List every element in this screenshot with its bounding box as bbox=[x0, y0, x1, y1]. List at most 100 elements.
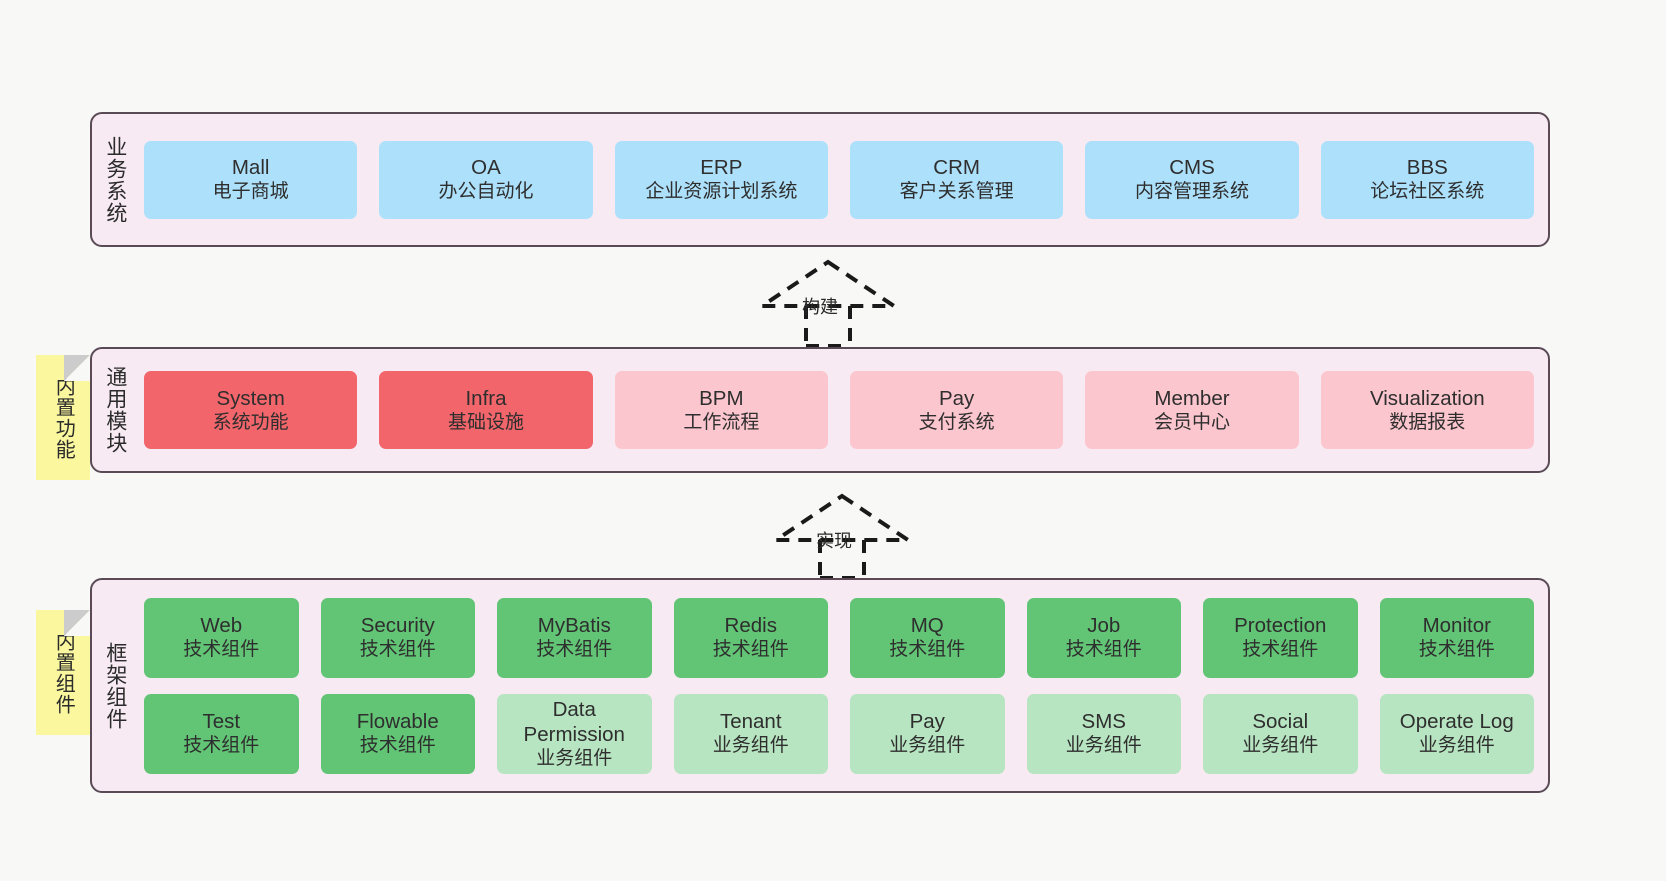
connector-build: 构建 bbox=[755, 258, 901, 348]
card-title: Mall bbox=[231, 156, 270, 180]
card-social[interactable]: Social 业务组件 bbox=[1203, 693, 1358, 774]
card-title: Visualization bbox=[1369, 386, 1485, 410]
card-subtitle: 数据报表 bbox=[1389, 411, 1466, 433]
card-test[interactable]: Test 技术组件 bbox=[144, 693, 299, 774]
card-mall[interactable]: Mall 电子商城 bbox=[144, 140, 358, 219]
card-security[interactable]: Security 技术组件 bbox=[320, 597, 475, 678]
card-title: Monitor bbox=[1422, 614, 1491, 638]
card-flowable[interactable]: Flowable 技术组件 bbox=[320, 693, 475, 774]
card-sms[interactable]: SMS 业务组件 bbox=[1026, 693, 1181, 774]
card-title: Protection bbox=[1234, 614, 1327, 638]
card-redis[interactable]: Redis 技术组件 bbox=[673, 597, 828, 678]
card-title: OA bbox=[471, 156, 501, 180]
card-title: MyBatis bbox=[537, 614, 611, 638]
card-subtitle: 业务组件 bbox=[712, 735, 789, 757]
layer-body-framework-components: Web 技术组件 Security 技术组件 MyBatis 技术组件 Redi… bbox=[138, 580, 1548, 791]
card-system[interactable]: System 系统功能 bbox=[144, 371, 358, 449]
card-title: System bbox=[216, 386, 285, 410]
card-subtitle: 技术组件 bbox=[359, 735, 436, 757]
card-title: Infra bbox=[465, 386, 507, 410]
card-pay-component[interactable]: Pay 业务组件 bbox=[850, 693, 1005, 774]
connector-implement: 实现 bbox=[769, 492, 915, 580]
card-row: Web 技术组件 Security 技术组件 MyBatis 技术组件 Redi… bbox=[144, 597, 1534, 678]
card-bbs[interactable]: BBS 论坛社区系统 bbox=[1320, 140, 1534, 219]
card-subtitle: 基础设施 bbox=[447, 411, 524, 433]
card-subtitle: 内容管理系统 bbox=[1134, 181, 1249, 203]
card-title: Pay bbox=[938, 386, 975, 410]
card-data-permission[interactable]: Data Permission 业务组件 bbox=[497, 693, 652, 774]
layer-caption-framework-components: 框架组件 bbox=[103, 641, 127, 730]
layer-caption-business-system: 业务系统 bbox=[103, 135, 127, 224]
card-subtitle: 企业资源计划系统 bbox=[645, 181, 798, 203]
card-bpm[interactable]: BPM 工作流程 bbox=[614, 371, 828, 449]
card-erp[interactable]: ERP 企业资源计划系统 bbox=[614, 140, 828, 219]
card-subtitle: 业务组件 bbox=[1242, 735, 1319, 757]
card-oa[interactable]: OA 办公自动化 bbox=[379, 140, 593, 219]
card-subtitle: 论坛社区系统 bbox=[1370, 181, 1485, 203]
card-infra[interactable]: Infra 基础设施 bbox=[379, 371, 593, 449]
card-protection[interactable]: Protection 技术组件 bbox=[1203, 597, 1358, 678]
card-title: Flowable bbox=[356, 710, 439, 734]
card-mybatis[interactable]: MyBatis 技术组件 bbox=[497, 597, 652, 678]
layer-body-business-system: Mall 电子商城 OA 办公自动化 ERP 企业资源计划系统 CRM 客户关系… bbox=[138, 114, 1548, 245]
layer-business-system: 业务系统 Mall 电子商城 OA 办公自动化 ERP 企业资源计划系统 CRM… bbox=[90, 112, 1550, 247]
card-title: SMS bbox=[1081, 710, 1126, 734]
card-subtitle: 业务组件 bbox=[1065, 735, 1142, 757]
card-visualization[interactable]: Visualization 数据报表 bbox=[1320, 371, 1534, 449]
card-title: BPM bbox=[699, 386, 744, 410]
card-job[interactable]: Job 技术组件 bbox=[1026, 597, 1181, 678]
card-member[interactable]: Member 会员中心 bbox=[1085, 371, 1299, 449]
card-mq[interactable]: MQ 技术组件 bbox=[850, 597, 1005, 678]
note-text: 内置功能 bbox=[52, 375, 75, 460]
card-subtitle: 办公自动化 bbox=[438, 181, 534, 203]
card-title: Member bbox=[1154, 386, 1230, 410]
connector-label-implement: 实现 bbox=[816, 531, 852, 551]
card-tenant[interactable]: Tenant 业务组件 bbox=[673, 693, 828, 774]
card-pay-module[interactable]: Pay 支付系统 bbox=[849, 371, 1064, 449]
card-subtitle: 技术组件 bbox=[183, 735, 260, 757]
card-subtitle: 业务组件 bbox=[536, 747, 613, 769]
card-subtitle: 技术组件 bbox=[1418, 639, 1495, 661]
card-title: Web bbox=[200, 614, 243, 638]
card-title: CMS bbox=[1169, 156, 1215, 180]
card-subtitle: 工作流程 bbox=[683, 411, 760, 433]
card-monitor[interactable]: Monitor 技术组件 bbox=[1379, 597, 1534, 678]
card-subtitle: 电子商城 bbox=[212, 181, 289, 203]
card-subtitle: 业务组件 bbox=[889, 735, 966, 757]
card-title: Security bbox=[360, 614, 435, 638]
note-text: 内置组件 bbox=[52, 630, 75, 715]
card-subtitle: 业务组件 bbox=[1418, 735, 1495, 757]
note-builtin-features: 内置功能 bbox=[36, 355, 90, 480]
card-title: Test bbox=[202, 710, 241, 734]
connector-label-build: 构建 bbox=[802, 297, 838, 317]
note-builtin-components: 内置组件 bbox=[36, 610, 90, 735]
card-title: Operate Log bbox=[1399, 710, 1514, 734]
card-operate-log[interactable]: Operate Log 业务组件 bbox=[1379, 693, 1534, 774]
card-subtitle: 技术组件 bbox=[359, 639, 436, 661]
card-subtitle: 技术组件 bbox=[889, 639, 966, 661]
card-row: Test 技术组件 Flowable 技术组件 Data Permission … bbox=[144, 693, 1534, 774]
card-title: Job bbox=[1087, 614, 1121, 638]
card-subtitle: 会员中心 bbox=[1153, 411, 1230, 433]
card-row: System 系统功能 Infra 基础设施 BPM 工作流程 Pay 支付系统… bbox=[144, 371, 1534, 449]
card-row: Mall 电子商城 OA 办公自动化 ERP 企业资源计划系统 CRM 客户关系… bbox=[144, 140, 1534, 219]
card-web[interactable]: Web 技术组件 bbox=[144, 597, 299, 678]
card-subtitle: 系统功能 bbox=[212, 411, 289, 433]
card-title: BBS bbox=[1406, 156, 1448, 180]
card-subtitle: 技术组件 bbox=[1065, 639, 1142, 661]
layer-common-modules: 通用模块 System 系统功能 Infra 基础设施 BPM 工作流程 Pay… bbox=[90, 347, 1550, 473]
layer-caption-common-modules: 通用模块 bbox=[103, 366, 127, 454]
card-subtitle: 技术组件 bbox=[1242, 639, 1319, 661]
card-crm[interactable]: CRM 客户关系管理 bbox=[849, 140, 1064, 219]
card-subtitle: 技术组件 bbox=[183, 639, 260, 661]
card-subtitle: 支付系统 bbox=[918, 411, 995, 433]
card-subtitle: 技术组件 bbox=[712, 639, 789, 661]
card-title: Data Permission bbox=[523, 697, 625, 746]
card-title: Redis bbox=[724, 614, 777, 638]
card-cms[interactable]: CMS 内容管理系统 bbox=[1085, 140, 1299, 219]
card-title: Tenant bbox=[719, 710, 782, 734]
card-title: CRM bbox=[933, 156, 980, 180]
layer-body-common-modules: System 系统功能 Infra 基础设施 BPM 工作流程 Pay 支付系统… bbox=[138, 349, 1548, 471]
card-title: MQ bbox=[910, 614, 944, 638]
card-title: Pay bbox=[909, 710, 945, 734]
